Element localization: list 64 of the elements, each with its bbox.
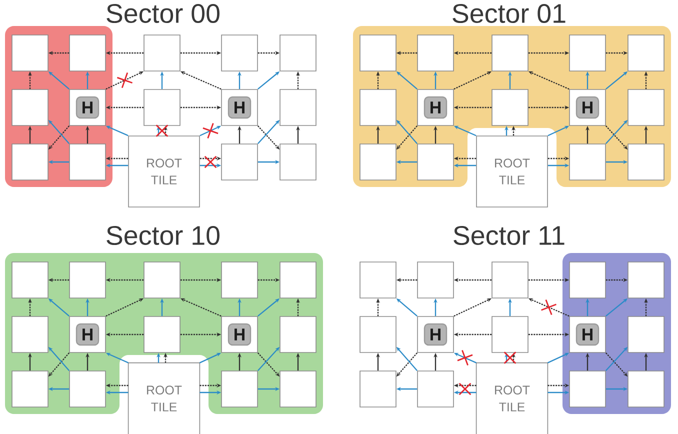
tile-box <box>69 144 106 180</box>
hub-tile: H <box>569 89 606 126</box>
hub-tile: H <box>221 89 258 126</box>
root-tile: ROOT TILE <box>476 136 548 208</box>
tile-box <box>569 370 606 408</box>
tile-box <box>221 144 258 180</box>
tile-box <box>69 34 106 72</box>
tile-box <box>569 34 606 72</box>
tile-box <box>569 144 606 180</box>
tile-box <box>12 34 48 72</box>
hub-tile: H <box>221 316 258 353</box>
sector-title: Sector 00 <box>106 4 220 24</box>
tile-box <box>144 262 180 298</box>
hub-tile: H <box>569 316 606 353</box>
tile-box <box>569 262 606 298</box>
tile-box <box>360 262 396 298</box>
tile-box <box>628 370 664 408</box>
tile-box <box>417 144 454 180</box>
root-tile: ROOT TILE <box>128 136 200 208</box>
tile-box <box>360 144 396 180</box>
tile-box <box>628 34 664 72</box>
tile-box <box>417 262 454 298</box>
tile-box <box>360 316 396 353</box>
tile-box <box>144 89 180 126</box>
tile-box <box>280 316 316 353</box>
tile-box <box>12 316 48 353</box>
tile-box <box>492 89 528 126</box>
tile-box <box>360 34 396 72</box>
tile-box <box>280 370 316 408</box>
root-tile: ROOT TILE <box>476 362 548 434</box>
tile-box <box>628 262 664 298</box>
hub-tile: H <box>417 89 454 126</box>
tile-box <box>69 370 106 408</box>
tile-box <box>12 262 48 298</box>
root-tile: ROOT TILE <box>128 362 200 434</box>
tile-box <box>492 262 528 298</box>
tile-box <box>280 34 316 72</box>
tile-box <box>360 370 396 408</box>
tile-box <box>628 144 664 180</box>
tile-box <box>69 262 106 298</box>
tile-box <box>12 144 48 180</box>
tile-box <box>492 34 528 72</box>
tile-box <box>628 89 664 126</box>
sector-title: Sector 10 <box>106 226 220 246</box>
tile-box <box>280 262 316 298</box>
tile-box <box>628 316 664 353</box>
tile-box <box>12 89 48 126</box>
tile-box <box>360 89 396 126</box>
tile-box <box>144 316 180 353</box>
hub-tile: H <box>69 316 106 353</box>
tile-box <box>12 370 48 408</box>
tile-box <box>221 370 258 408</box>
tile-box <box>492 316 528 353</box>
tile-box <box>280 144 316 180</box>
tile-box <box>280 89 316 126</box>
sector-title: Sector 11 <box>454 226 564 246</box>
tile-box <box>144 34 180 72</box>
tile-box <box>221 34 258 72</box>
tile-box <box>417 34 454 72</box>
hub-tile: H <box>417 316 454 353</box>
tile-box <box>221 262 258 298</box>
sector-title: Sector 01 <box>452 4 566 24</box>
tile-box <box>417 370 454 408</box>
hub-tile: H <box>69 89 106 126</box>
